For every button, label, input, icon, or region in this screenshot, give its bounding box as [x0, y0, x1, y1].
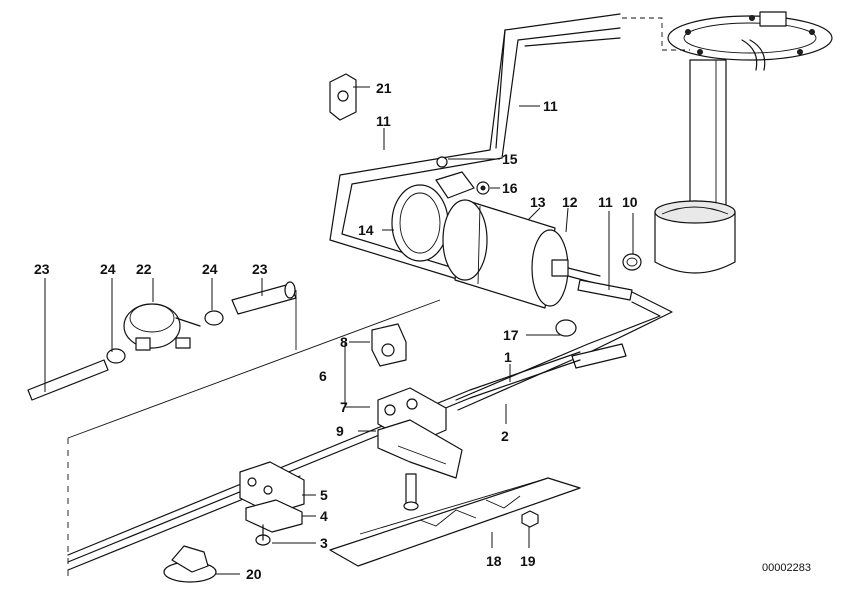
callout-24-left: 24: [100, 261, 116, 277]
fuel-line-11: [329, 13, 621, 287]
leader-lines: [44, 86, 634, 575]
callout-9: 9: [336, 423, 344, 439]
nut-19: [521, 510, 539, 528]
callout-22: 22: [136, 261, 152, 277]
screw-3: [255, 524, 271, 546]
filter-bracket: [435, 156, 490, 199]
grommet-8: [371, 323, 407, 367]
callout-6: 6: [319, 368, 327, 384]
left-hose-23: [27, 359, 109, 401]
hose-clamp-24-right: [204, 310, 224, 326]
clip-21: [329, 73, 357, 121]
callout-18: 18: [486, 553, 502, 569]
document-id: 00002283: [762, 562, 811, 574]
pressure-regulator-22: [123, 303, 201, 351]
callout-16: 16: [502, 180, 518, 196]
callout-20: 20: [246, 566, 262, 582]
clip-20: [163, 545, 217, 583]
fuel-pump-sender-unit: [654, 11, 833, 274]
hose-clamp-10: [622, 253, 642, 271]
callout-17: 17: [503, 327, 519, 343]
callout-19: 19: [520, 553, 536, 569]
callout-24-right: 24: [202, 261, 218, 277]
callout-2: 2: [501, 428, 509, 444]
fuel-filter: [391, 184, 601, 309]
callout-11-top: 11: [543, 98, 558, 114]
callout-8: 8: [340, 334, 348, 350]
callout-12: 12: [562, 194, 578, 210]
callout-23-left: 23: [34, 261, 50, 277]
callout-1: 1: [504, 349, 512, 365]
callout-21: 21: [376, 80, 392, 96]
callout-7: 7: [340, 399, 348, 415]
clip-5: [239, 461, 305, 515]
bolt: [403, 473, 419, 511]
callout-14: 14: [358, 222, 374, 238]
callout-11-right: 11: [598, 194, 613, 210]
callout-15: 15: [502, 151, 518, 167]
callout-13: 13: [530, 194, 546, 210]
underbody-guard-18: [329, 477, 581, 567]
clip-4: [245, 499, 303, 533]
holder-9: [377, 419, 463, 479]
callout-labels: 21 11 11 15 16 13 12 11 10 14 23 24 22 2…: [34, 80, 638, 582]
callout-11-left: 11: [376, 113, 391, 129]
callout-5: 5: [320, 487, 328, 503]
callout-3: 3: [320, 535, 328, 551]
right-hose-23: [231, 281, 297, 315]
callout-4: 4: [320, 508, 328, 524]
callout-10: 10: [622, 194, 638, 210]
hose-clamp-24-left: [106, 348, 126, 364]
callout-23-right: 23: [252, 261, 268, 277]
